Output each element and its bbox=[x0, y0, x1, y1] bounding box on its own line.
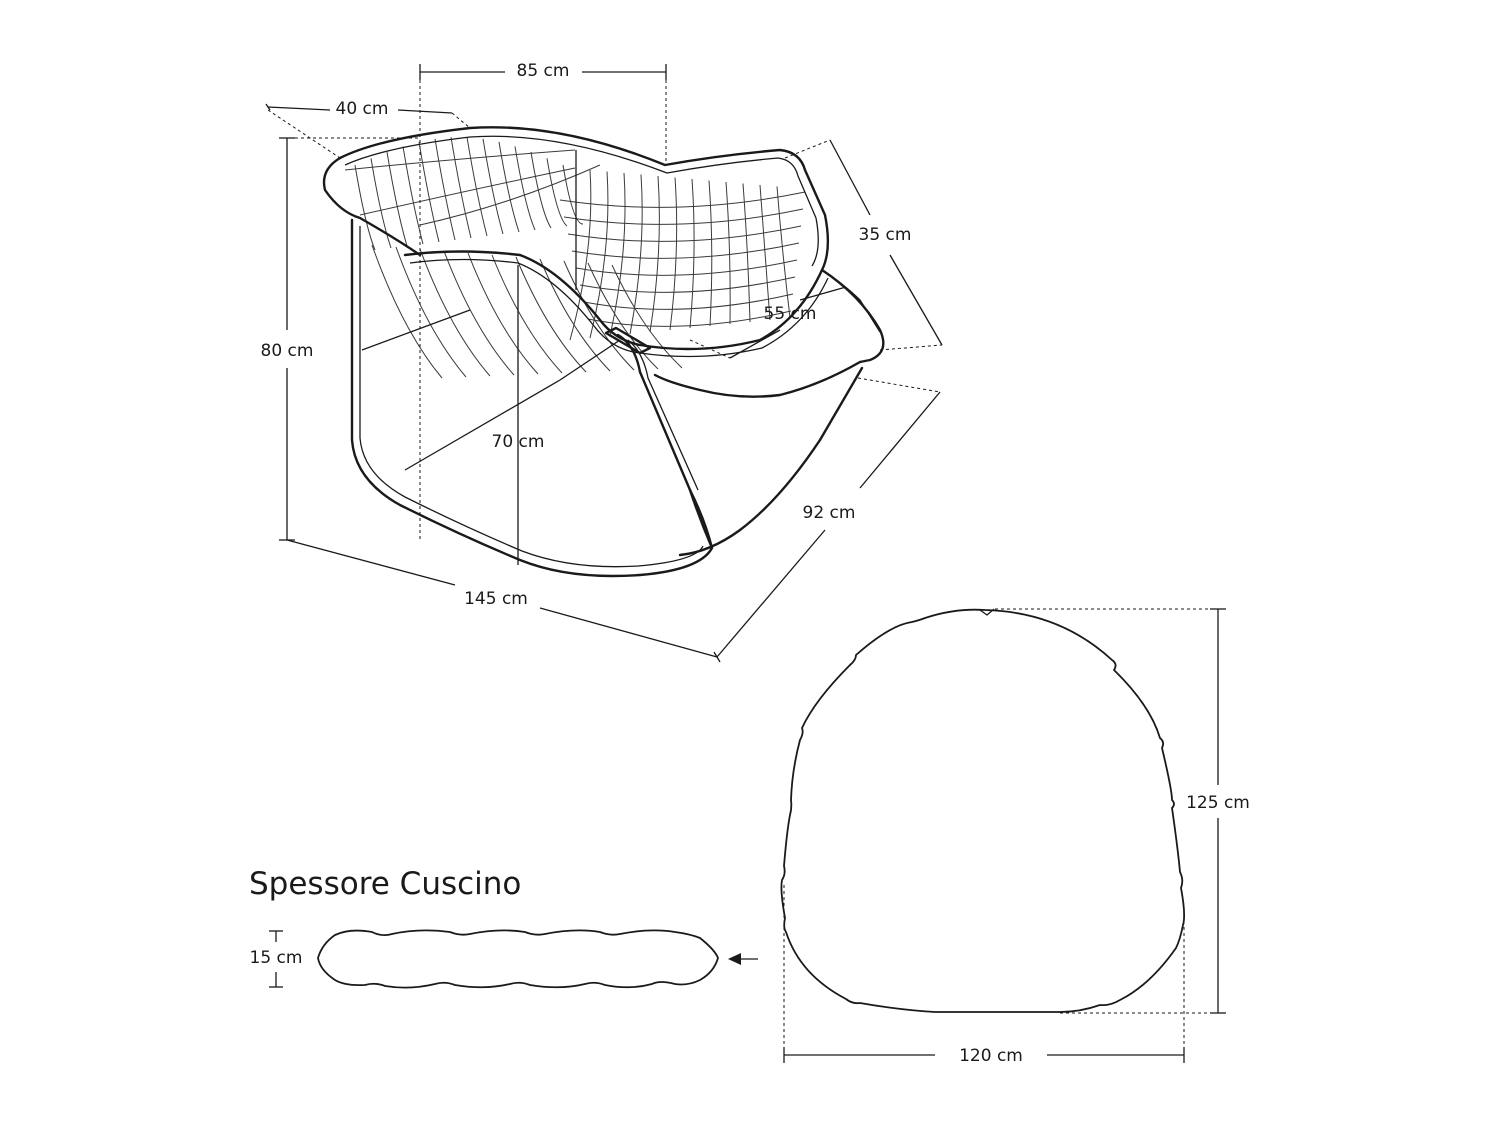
seat-wire bbox=[515, 256, 587, 373]
seat-wire bbox=[419, 248, 491, 377]
right-runner bbox=[653, 360, 862, 398]
seat-wire bbox=[359, 167, 576, 216]
seat-wire bbox=[530, 151, 552, 229]
right-runner-lower bbox=[678, 366, 864, 557]
seat-wire bbox=[563, 208, 804, 225]
section-title: Spessore Cuscino bbox=[249, 866, 521, 902]
dim-back-depth: 40 cm bbox=[336, 99, 389, 119]
seat-wire bbox=[386, 151, 408, 247]
rim-left-curve bbox=[322, 156, 422, 257]
seat-wire-grid bbox=[344, 137, 806, 379]
seat-wire bbox=[498, 141, 520, 233]
seat-wire bbox=[742, 183, 751, 323]
right-rail bbox=[821, 269, 881, 333]
seat-wire bbox=[669, 177, 678, 331]
dim-total-depth: 92 cm bbox=[803, 503, 856, 523]
seat-wire bbox=[354, 164, 376, 251]
armrest-clip bbox=[604, 326, 652, 355]
seat-wire bbox=[629, 174, 643, 335]
front-leg-inner bbox=[627, 339, 699, 491]
rear-leg-left-inner bbox=[359, 226, 704, 568]
dim-total-width: 145 cm bbox=[464, 589, 528, 609]
seat-wire bbox=[344, 149, 576, 171]
seat-wire bbox=[583, 293, 794, 310]
seat-wire bbox=[418, 141, 440, 243]
seat-wire bbox=[434, 138, 456, 241]
dim-armrest-height: 35 cm bbox=[859, 225, 912, 245]
arrow-left-icon bbox=[728, 953, 741, 965]
seat-wire bbox=[569, 169, 592, 341]
top-rim-inner bbox=[344, 135, 819, 267]
seat-wire bbox=[402, 146, 424, 245]
seat-wire bbox=[689, 178, 695, 329]
seat-wire bbox=[575, 259, 798, 276]
cushion-top-notch bbox=[979, 608, 995, 616]
rocking-chair bbox=[322, 126, 885, 578]
cushion-front-view: 125 cm 120 cm bbox=[780, 608, 1250, 1066]
seat-wire bbox=[587, 262, 659, 370]
seat-wire bbox=[514, 146, 536, 231]
seat-wire bbox=[609, 172, 626, 337]
dim-seat-depth: 55 cm bbox=[764, 304, 817, 324]
seat-wire bbox=[482, 138, 504, 235]
seat-wire bbox=[776, 186, 791, 319]
seat-wire bbox=[371, 244, 443, 379]
dim-seat-height: 70 cm bbox=[492, 432, 545, 452]
seat-wire bbox=[419, 164, 601, 226]
dim-cushion-width: 120 cm bbox=[959, 1046, 1023, 1066]
seat-wire bbox=[649, 175, 660, 333]
seat-wire bbox=[466, 137, 488, 237]
dim-top-width: 85 cm bbox=[517, 61, 570, 81]
seat-wire bbox=[587, 310, 792, 327]
seat-wire bbox=[563, 260, 635, 371]
front-rim-outer bbox=[403, 250, 824, 351]
seat-wire bbox=[443, 250, 515, 376]
front-leg bbox=[616, 333, 714, 550]
seat-wire bbox=[567, 225, 802, 242]
dim-cushion-height: 125 cm bbox=[1186, 793, 1250, 813]
seat-wire bbox=[546, 158, 568, 227]
cushion-thickness-section: Spessore Cuscino 15 cm bbox=[249, 866, 758, 989]
seat-wire bbox=[450, 137, 472, 239]
seat-wire bbox=[491, 254, 563, 374]
seat-wire bbox=[589, 171, 609, 339]
seat-wire bbox=[725, 181, 731, 325]
seat-wire bbox=[611, 264, 683, 369]
seat-wire bbox=[571, 242, 800, 259]
front-rim-inner bbox=[409, 258, 829, 358]
seat-wire bbox=[539, 258, 611, 372]
seat-wire bbox=[559, 191, 806, 208]
chair-dimensions: 85 cm 40 cm 80 cm 70 cm 35 cm 55 cm 92 c bbox=[261, 61, 943, 663]
dim-total-height: 80 cm bbox=[261, 341, 314, 361]
dim-cushion-thickness: 15 cm bbox=[250, 948, 303, 968]
seat-wire bbox=[467, 252, 539, 375]
cross-bar-front bbox=[559, 339, 621, 381]
seat-wire bbox=[708, 180, 713, 327]
cross-bar-back bbox=[361, 309, 471, 351]
cushion-outline bbox=[780, 608, 1186, 1013]
seat-wire bbox=[579, 276, 796, 293]
seat-wire bbox=[395, 246, 467, 378]
cross-bar-low bbox=[404, 379, 561, 471]
cushion-side-profile bbox=[317, 929, 719, 989]
seat-wire bbox=[562, 164, 584, 225]
